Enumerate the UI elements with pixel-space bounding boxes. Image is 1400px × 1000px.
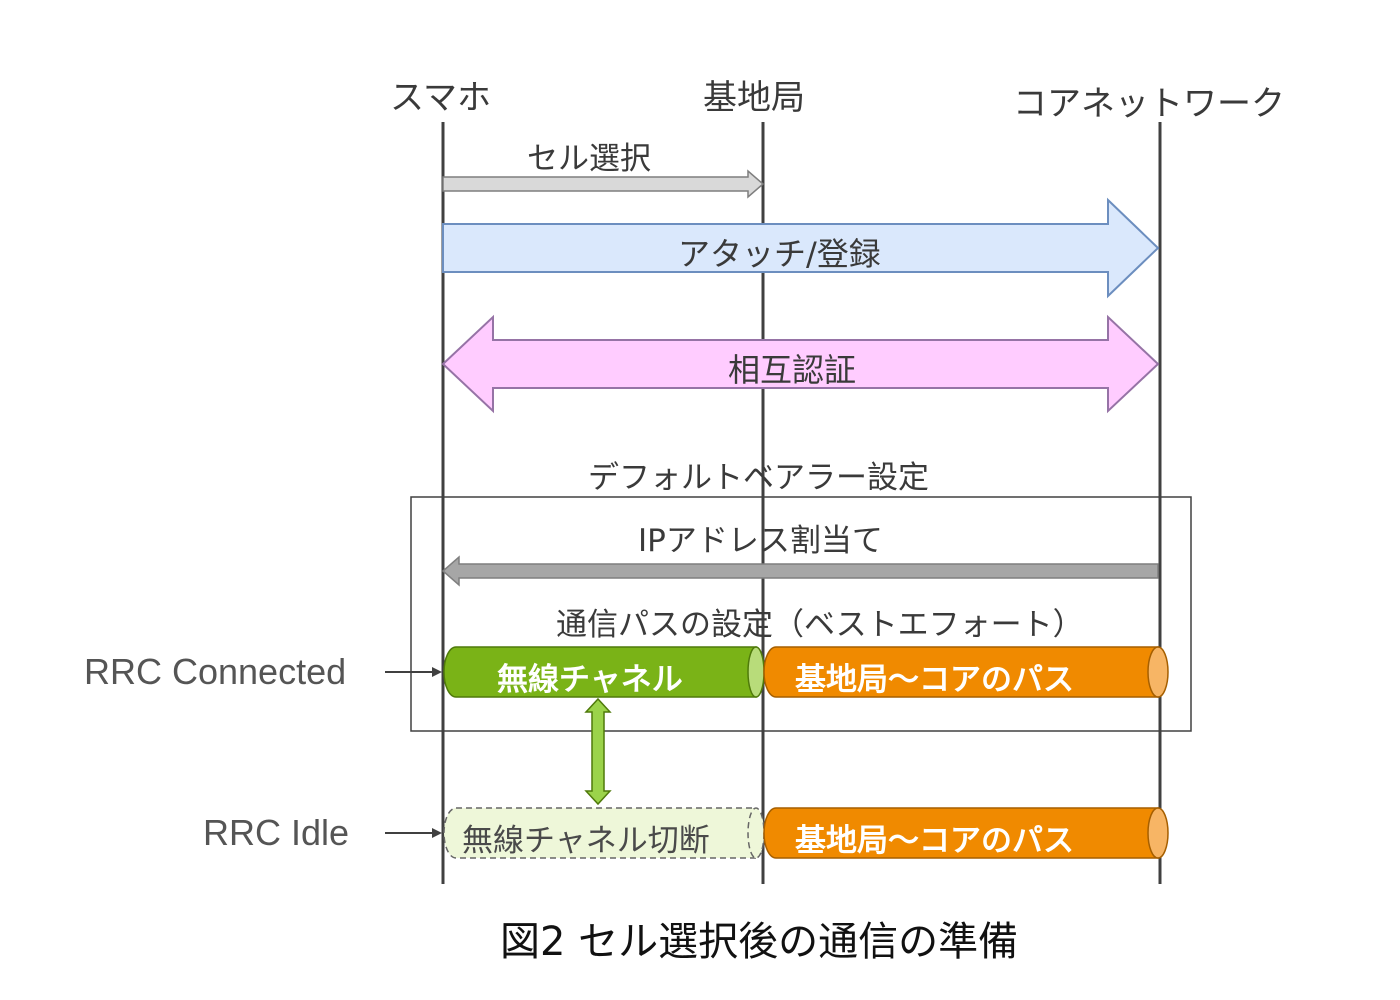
default-bearer-label: デフォルトベアラー設定: [588, 460, 929, 496]
cell-selection-label: セル選択: [527, 141, 651, 177]
core-path-label-idle: 基地局～コアのパス: [795, 823, 1074, 859]
attach-arrow: [442, 197, 1160, 299]
rrc-idle-label: RRC Idle: [203, 812, 350, 853]
radio-channel-pipe: [443, 646, 765, 698]
entity-base-station: 基地局: [703, 78, 805, 118]
mutual-auth-label: 相互認証: [728, 351, 857, 389]
mutual-auth-arrow: [441, 314, 1160, 414]
attach-label: アタッチ/登録: [678, 235, 881, 273]
figure-caption: 図2 セル選択後の通信の準備: [500, 919, 1019, 965]
path-setup-label: 通信パスの設定（ベストエフォート）: [556, 607, 1084, 643]
connected-pointer-arrow: [385, 667, 442, 677]
idle-pointer-arrow: [385, 828, 442, 838]
state-transition-arrow: [584, 697, 612, 806]
radio-channel-cut-pipe: [443, 807, 765, 859]
radio-channel-cut-label: 無線チャネル切断: [462, 823, 710, 859]
entity-core-network: コアネットワーク: [1013, 84, 1285, 124]
radio-channel-label: 無線チャネル: [497, 662, 683, 698]
rrc-connected-label: RRC Connected: [84, 651, 347, 692]
ip-assign-arrow: [441, 555, 1159, 587]
core-path-label-connected: 基地局～コアのパス: [795, 662, 1074, 698]
default-bearer-box: [410, 496, 1192, 732]
core-path-pipe-connected: [763, 646, 1169, 698]
cell-selection-arrow: [442, 169, 765, 199]
core-path-pipe-idle: [763, 807, 1169, 859]
ip-assign-label: IPアドレス割当て: [638, 523, 883, 559]
entity-phone: スマホ: [390, 78, 491, 118]
